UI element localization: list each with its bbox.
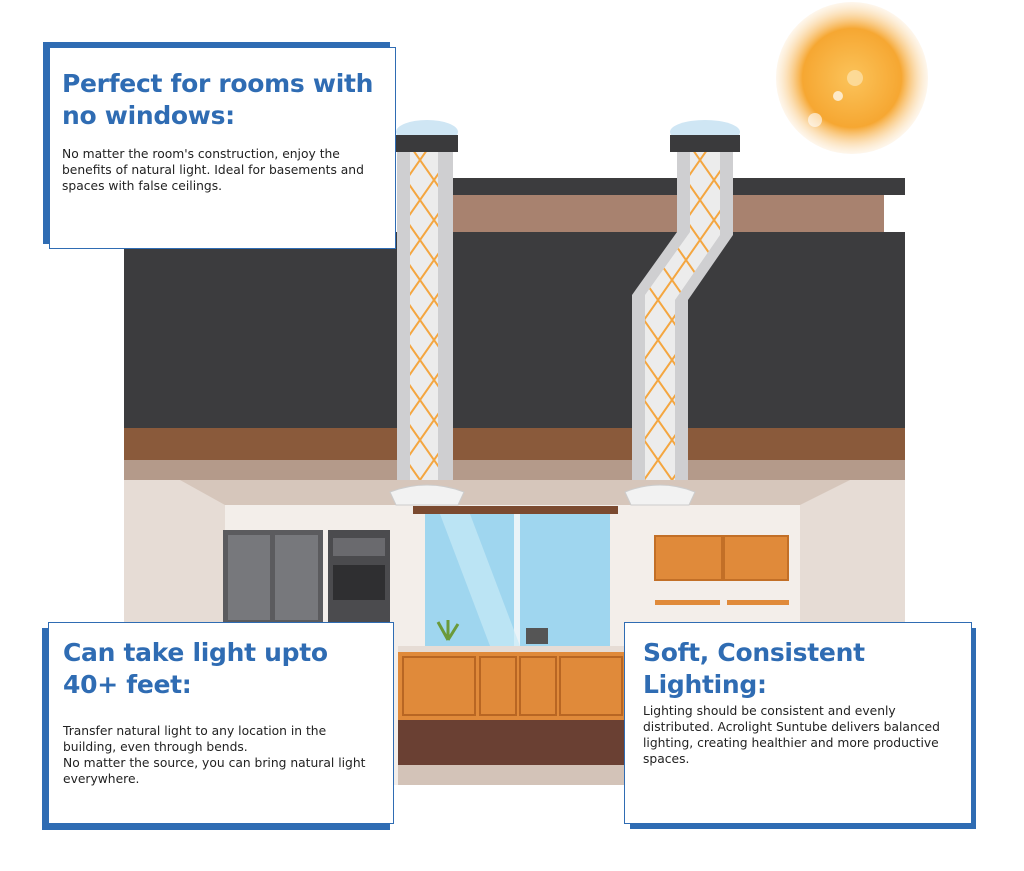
- feature-card-no-windows: Perfect for rooms with no windows: No ma…: [49, 47, 396, 249]
- card-body: No matter the room's construction, enjoy…: [62, 147, 364, 193]
- card-body-line1: Transfer natural light to any location i…: [63, 724, 327, 754]
- feature-card-soft-lighting: Soft, Consistent Lighting: Lighting shou…: [624, 622, 972, 824]
- suntube-bent: [624, 120, 740, 506]
- card-title: Can take light upto 40+ feet:: [63, 638, 328, 699]
- feature-card-distance: Can take light upto 40+ feet: Transfer n…: [48, 622, 394, 824]
- card-body-line2: No matter the source, you can bring natu…: [63, 756, 366, 786]
- card-title: Perfect for rooms with no windows:: [62, 69, 374, 130]
- card-body: Transfer natural light to any location i…: [63, 723, 379, 787]
- card-title: Soft, Consistent Lighting:: [643, 638, 865, 699]
- card-body: Lighting should be consistent and evenly…: [643, 704, 940, 766]
- suntube-straight: [389, 120, 465, 506]
